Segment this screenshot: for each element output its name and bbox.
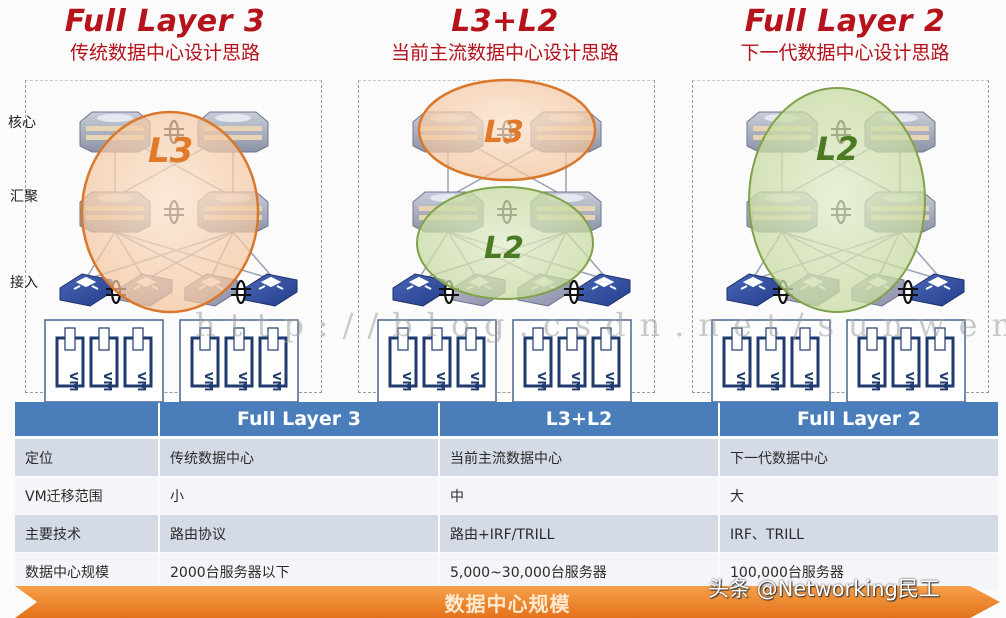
table-cell: 5,000~30,000台服务器 (440, 553, 718, 590)
table-cell: 下一代数据中心 (720, 439, 998, 476)
panel-full-layer-2 (692, 80, 989, 393)
svg-text:L3: L3 (148, 131, 193, 171)
table-cell: 100,000台服务器 (720, 553, 998, 590)
table-cell: 大 (720, 477, 998, 514)
column-subtitle: 当前主流数据中心设计思路 (390, 42, 619, 64)
table-header-row: Full Layer 3 L3+L2 Full Layer 2 (15, 402, 998, 436)
column-subtitle: 下一代数据中心设计思路 (740, 42, 950, 64)
table-cell: 传统数据中心 (160, 439, 438, 476)
watermark-text: http://blog.csdn.net/sunwenjie (195, 306, 1006, 344)
arrow-shape-icon (15, 586, 1000, 618)
layer-label-core: 核心 (8, 115, 36, 131)
column-subtitle: 传统数据中心设计思路 (69, 42, 260, 64)
table-header-cell: L3+L2 (440, 402, 718, 436)
layer-label-aggregation: 汇聚 (10, 189, 38, 205)
table-cell: 2000台服务器以下 (160, 553, 438, 590)
table-row: 主要技术 路由协议 路由+IRF/TRILL IRF、TRILL (15, 515, 998, 552)
table-cell: 中 (440, 477, 718, 514)
title-full-layer-3: Full Layer 3 传统数据中心设计思路 (20, 4, 310, 66)
table-header-cell (15, 402, 158, 436)
row-label: 数据中心规模 (15, 553, 158, 590)
comparison-table: Full Layer 3 L3+L2 Full Layer 2 定位 传统数据中… (15, 402, 998, 591)
l2-scope-ellipse (748, 87, 926, 313)
table-header-cell: Full Layer 2 (720, 402, 998, 436)
table-cell: 小 (160, 477, 438, 514)
row-label: 主要技术 (15, 515, 158, 552)
column-title: L3+L2 (451, 4, 559, 39)
table-row: 定位 传统数据中心 当前主流数据中心 下一代数据中心 (15, 439, 998, 476)
table-cell: IRF、TRILL (720, 515, 998, 552)
title-full-layer-2: Full Layer 2 下一代数据中心设计思路 (700, 4, 990, 66)
source-credit: 头条 @Networking民工 (708, 577, 940, 601)
row-label: VM迁移范围 (15, 477, 158, 514)
l3-scope-ellipse (417, 78, 597, 182)
column-title: Full Layer 2 (744, 4, 946, 39)
svg-text:L2: L2 (816, 130, 859, 168)
table-row: 数据中心规模 2000台服务器以下 5,000~30,000台服务器 100,0… (15, 553, 998, 590)
table-header-cell: Full Layer 3 (160, 402, 438, 436)
network-topology-diagram: VM (0, 78, 1006, 400)
banner-label: 数据中心规模 (444, 592, 571, 616)
panel-full-layer-3 (25, 80, 322, 393)
layer-label-access: 接入 (10, 275, 38, 291)
table-row: VM迁移范围 小 中 大 (15, 477, 998, 514)
title-l3-l2: L3+L2 当前主流数据中心设计思路 (355, 4, 655, 66)
l3-scope-ellipse (80, 110, 260, 314)
l2-scope-ellipse (416, 186, 594, 300)
table-cell: 路由协议 (160, 515, 438, 552)
column-title: Full Layer 3 (64, 4, 266, 39)
table-cell: 路由+IRF/TRILL (440, 515, 718, 552)
row-label: 定位 (15, 439, 158, 476)
svg-text:L2: L2 (484, 231, 524, 266)
svg-text:L3: L3 (484, 115, 524, 150)
table-cell: 当前主流数据中心 (440, 439, 718, 476)
scale-arrow-banner: 数据中心规模 (15, 586, 1000, 618)
